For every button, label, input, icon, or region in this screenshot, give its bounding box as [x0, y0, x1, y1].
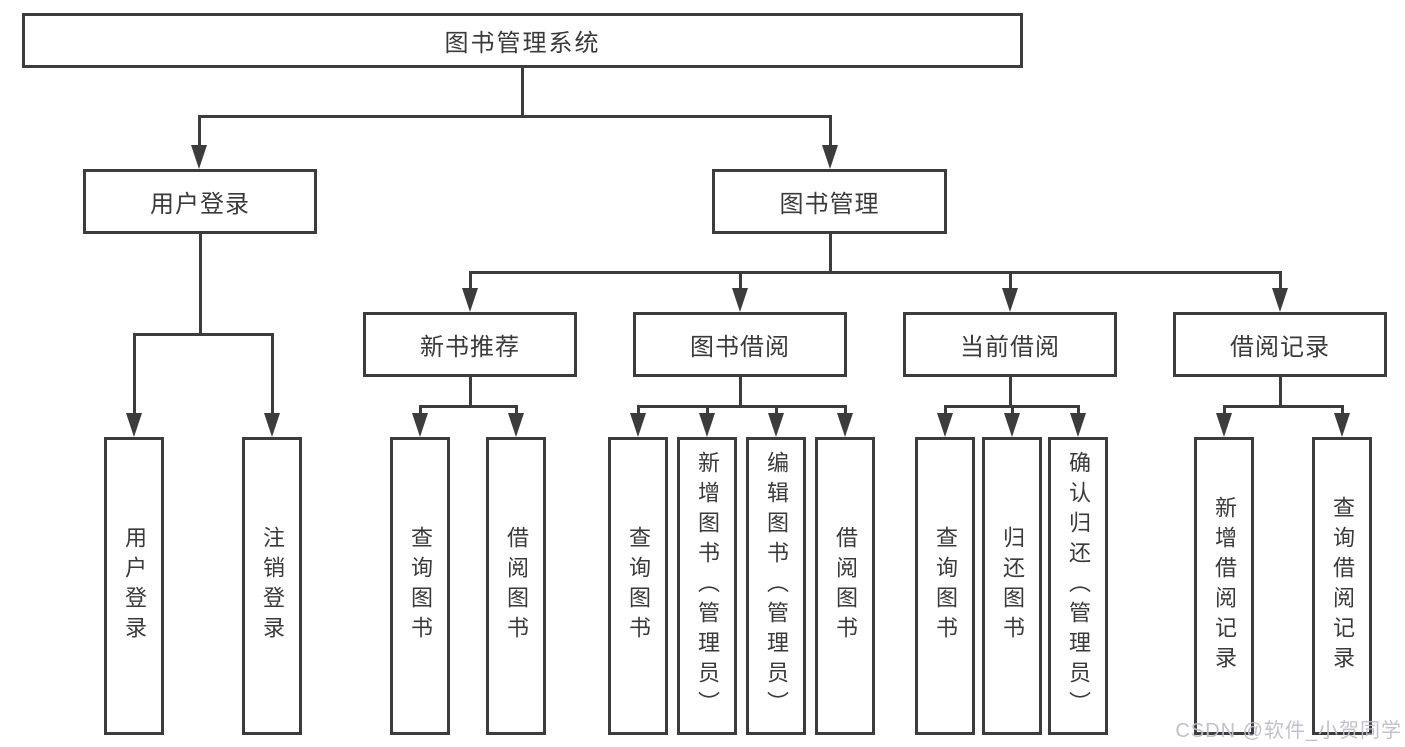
leaf-user-login: 用户登录 [104, 437, 164, 735]
connector-line [198, 234, 202, 336]
connector-line [418, 405, 518, 408]
arrow-down-icon [197, 115, 201, 145]
arrow-down-icon [132, 333, 136, 413]
arrow-down-icon [774, 405, 778, 413]
leaf-edit-books-admin: 编辑图书（管理员） [746, 437, 806, 735]
arrow-down-icon [943, 405, 947, 413]
connector-line [828, 234, 832, 274]
connector-line [1008, 377, 1012, 408]
arrow-down-icon [843, 405, 847, 413]
connector-line [197, 115, 832, 118]
node-user-login: 用户登录 [83, 169, 317, 234]
node-borrow-records: 借阅记录 [1173, 312, 1387, 377]
leaf-borrow-books: 借阅图书 [815, 437, 875, 735]
leaf-confirm-return-admin: 确认归还（管理员） [1048, 437, 1108, 735]
node-new-book-recommend: 新书推荐 [363, 312, 577, 377]
leaf-query-borrow-record: 查询借阅记录 [1312, 437, 1372, 735]
arrow-down-icon [636, 405, 640, 413]
arrow-down-icon [468, 271, 472, 288]
arrow-down-icon [1010, 405, 1014, 413]
arrow-down-icon [1340, 405, 1344, 413]
arrow-down-icon [1008, 271, 1012, 288]
leaf-return-books: 归还图书 [982, 437, 1042, 735]
connector-line [520, 68, 524, 118]
leaf-query-books-recommend: 查询图书 [390, 437, 450, 735]
connector-line [1278, 377, 1282, 408]
connector-line [468, 377, 472, 408]
arrow-down-icon [1222, 405, 1226, 413]
arrow-down-icon [418, 405, 422, 413]
arrow-down-icon [1076, 405, 1080, 413]
node-book-borrow: 图书借阅 [633, 312, 847, 377]
arrow-down-icon [828, 115, 832, 145]
connector-line [636, 405, 847, 408]
arrow-down-icon [705, 405, 709, 413]
csdn-watermark: CSDN @软件_小贺同学 [1175, 720, 1402, 742]
root-node: 图书管理系统 [22, 13, 1023, 68]
node-book-management: 图书管理 [712, 169, 947, 234]
arrow-down-icon [270, 333, 274, 413]
connector-line [132, 333, 274, 336]
leaf-add-borrow-record: 新增借阅记录 [1194, 437, 1254, 735]
leaf-logout: 注销登录 [242, 437, 302, 735]
leaf-query-books-borrow: 查询图书 [608, 437, 668, 735]
leaf-borrow-books-recommend: 借阅图书 [486, 437, 546, 735]
arrow-down-icon [1278, 271, 1282, 288]
arrow-down-icon [738, 271, 742, 288]
arrow-down-icon [514, 405, 518, 413]
connector-line [738, 377, 742, 408]
leaf-query-books-current: 查询图书 [915, 437, 975, 735]
connector-line [468, 271, 1282, 274]
connector-line [1222, 405, 1344, 408]
node-current-borrow: 当前借阅 [903, 312, 1117, 377]
leaf-add-books-admin: 新增图书（管理员） [677, 437, 737, 735]
